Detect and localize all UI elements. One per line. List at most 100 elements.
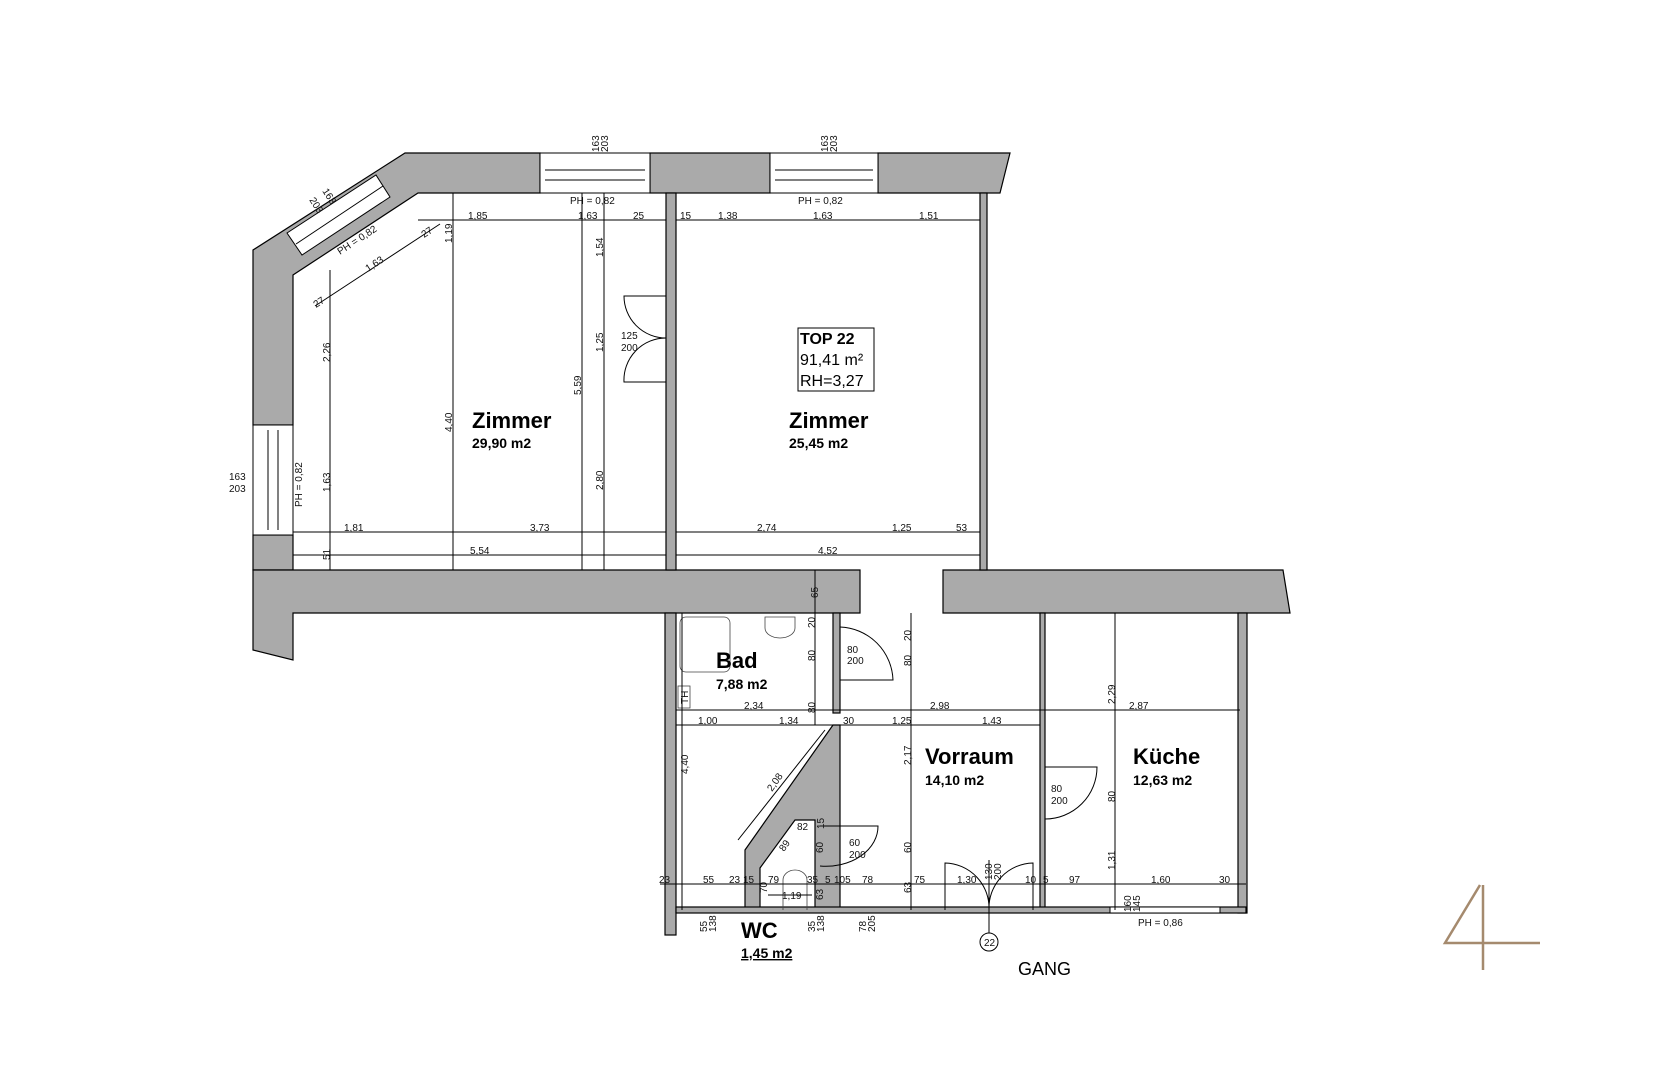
dimension-label: 1,19 bbox=[444, 223, 455, 243]
window-angled bbox=[286, 174, 391, 256]
logo-4 bbox=[1442, 884, 1540, 970]
room-name-wc: WC bbox=[741, 918, 778, 943]
dimension-label: 1,30 bbox=[957, 875, 977, 886]
dimension-label: 2,74 bbox=[757, 523, 777, 534]
corridor-wall-left bbox=[252, 569, 861, 661]
dimension-label: 205 bbox=[867, 915, 878, 932]
dimension-label: 1,25 bbox=[892, 523, 912, 534]
room-name-zimmer-2: Zimmer bbox=[789, 408, 869, 433]
dimension-label: 78 bbox=[862, 875, 874, 886]
dimension-label: 2,80 bbox=[595, 470, 606, 490]
dimension-label: 80 bbox=[847, 645, 859, 656]
dimension-label: 80 bbox=[807, 701, 818, 713]
dimension-label: 200 bbox=[849, 850, 866, 861]
window-top-1 bbox=[539, 152, 651, 194]
dimension-label: 200 bbox=[993, 863, 1004, 880]
dimension-label: 80 bbox=[1051, 784, 1063, 795]
dimension-label: 125 bbox=[621, 331, 638, 342]
dimension-label: 82 bbox=[797, 822, 809, 833]
dimension-label: 5 bbox=[825, 875, 831, 886]
dimension-label: 5,54 bbox=[470, 546, 490, 557]
dimension-label: 1,54 bbox=[595, 237, 606, 257]
fixtures bbox=[677, 616, 808, 910]
dimension-label: 63 bbox=[903, 881, 914, 893]
dimension-label: PH = 0,82 bbox=[570, 196, 615, 207]
dimension-label: 51 bbox=[322, 548, 333, 560]
dimension-label: 15 bbox=[680, 211, 692, 222]
dimension-label: 23 bbox=[729, 875, 741, 886]
door-number: 22 bbox=[984, 938, 996, 949]
dimension-label: 20 bbox=[807, 616, 818, 628]
dimension-label: 78 bbox=[858, 920, 869, 932]
top-wall-mid bbox=[649, 152, 771, 194]
dimension-label: 138 bbox=[708, 915, 719, 932]
dimension-lines bbox=[293, 193, 1246, 910]
dimension-label: 1,38 bbox=[718, 211, 738, 222]
corridor-wall-right bbox=[942, 569, 1291, 614]
dimension-label: 203 bbox=[829, 135, 840, 152]
dimension-label: 55 bbox=[703, 875, 715, 886]
dimension-label: 30 bbox=[1219, 875, 1231, 886]
bottom-wall bbox=[675, 906, 1247, 914]
unit-info-box bbox=[797, 327, 875, 392]
dimension-label: 79 bbox=[768, 875, 780, 886]
room-area-zimmer-1: 29,90 m2 bbox=[472, 435, 531, 451]
dimension-label: 35 bbox=[807, 875, 819, 886]
dimension-label: 4,52 bbox=[818, 546, 838, 557]
dimension-label: 75 bbox=[914, 875, 926, 886]
dimension-label: 60 bbox=[903, 841, 914, 853]
dimension-label: 70 bbox=[759, 881, 770, 893]
unit-room-height: RH=3,27 bbox=[800, 373, 864, 390]
bad-vorraum-wall bbox=[832, 612, 841, 714]
dimension-label: 200 bbox=[847, 656, 864, 667]
room-area-zimmer-2: 25,45 m2 bbox=[789, 435, 848, 451]
dimension-label: 1,63 bbox=[578, 211, 598, 222]
dimension-label: 160 bbox=[1123, 895, 1134, 912]
dimension-label: 3,73 bbox=[530, 523, 550, 534]
door-kueche bbox=[1044, 766, 1098, 820]
dimension-label: 30 bbox=[843, 716, 855, 727]
doors bbox=[623, 295, 1098, 952]
dimension-label: 1,34 bbox=[779, 716, 799, 727]
dimension-label: PH = 0,82 bbox=[294, 462, 305, 507]
top-wall-left bbox=[252, 152, 541, 426]
door-wc bbox=[819, 825, 879, 867]
walls bbox=[252, 152, 1291, 936]
dimension-label: 2,34 bbox=[744, 701, 764, 712]
dimension-label: 2,26 bbox=[322, 342, 333, 362]
dimension-label: 20 bbox=[903, 629, 914, 641]
unit-title: TOP 22 bbox=[800, 331, 855, 348]
dimension-label: 200 bbox=[1051, 796, 1068, 807]
unit-area: 91,41 m² bbox=[800, 352, 864, 369]
dimension-label: 1,81 bbox=[344, 523, 364, 534]
dimension-label: 1,43 bbox=[982, 716, 1002, 727]
door-entrance bbox=[944, 862, 1034, 911]
dimension-label: 2,29 bbox=[1107, 684, 1118, 704]
dimension-label: 1,00 bbox=[698, 716, 718, 727]
dimension-label: 2,87 bbox=[1129, 701, 1149, 712]
dimension-label: 145 bbox=[1132, 895, 1143, 912]
left-wall-lower bbox=[252, 534, 294, 571]
dimension-label: 203 bbox=[600, 135, 611, 152]
dimension-label: 10 bbox=[1025, 875, 1037, 886]
lower-left-wall bbox=[664, 612, 677, 936]
fixture-label-th: TH bbox=[680, 691, 691, 704]
door-bad bbox=[839, 626, 894, 681]
bathtub-icon bbox=[679, 616, 731, 673]
dimension-label: 63 bbox=[815, 888, 826, 900]
windows bbox=[252, 152, 1221, 914]
door-double-zimmer bbox=[623, 295, 667, 383]
dimension-label: 2,17 bbox=[903, 745, 914, 765]
dimension-label: 65 bbox=[810, 586, 821, 598]
corridor-label: GANG bbox=[1018, 959, 1071, 979]
dimension-label: 1,63 bbox=[813, 211, 833, 222]
dimension-label: 5,59 bbox=[573, 375, 584, 395]
dimension-label: 80 bbox=[807, 649, 818, 661]
dimension-label: 2,08 bbox=[765, 771, 785, 794]
dimension-label: 1,85 bbox=[468, 211, 488, 222]
room-area-bad: 7,88 m2 bbox=[716, 676, 768, 692]
dimension-label: 53 bbox=[956, 523, 968, 534]
dimension-label: 200 bbox=[621, 343, 638, 354]
dimension-label: PH = 0,82 bbox=[798, 196, 843, 207]
